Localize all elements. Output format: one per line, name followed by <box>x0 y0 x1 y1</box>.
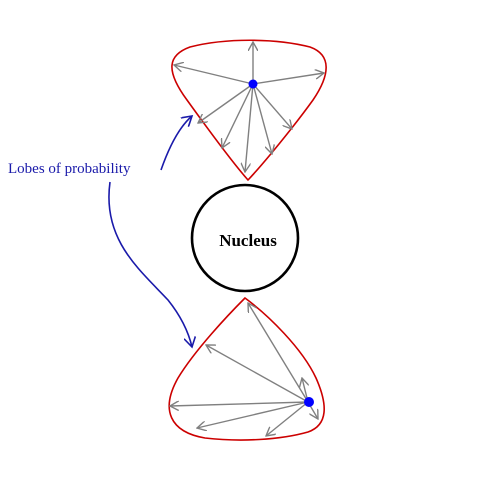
arrow <box>252 83 292 129</box>
arrow <box>198 83 254 123</box>
arrow <box>248 303 309 403</box>
upper-lobe <box>171 39 327 182</box>
arrow <box>206 345 309 403</box>
upper-electron-dot <box>248 79 258 89</box>
arrow <box>170 402 309 406</box>
arrow <box>252 73 324 85</box>
lower-lobe <box>168 296 325 441</box>
upper-lobe-outline <box>171 39 327 182</box>
pointer-to-upper-lobe <box>160 116 192 171</box>
upper-lobe-arrows <box>174 42 324 172</box>
lobes-label: Lobes of probability <box>8 161 131 177</box>
lobes-annotation: Lobes of probability <box>8 116 192 347</box>
lower-lobe-outline <box>168 296 325 441</box>
pointer-to-lower-lobe <box>108 181 192 347</box>
arrow <box>174 65 254 85</box>
lower-lobe-arrows <box>170 303 318 436</box>
lower-electron-dot <box>304 397 314 407</box>
nucleus: Nucleus <box>190 183 300 293</box>
arrow <box>252 83 272 154</box>
nucleus-circle <box>190 183 300 293</box>
arrow <box>222 83 254 148</box>
arrow <box>197 401 309 428</box>
nucleus-label: Nucleus <box>219 231 277 250</box>
arrow <box>266 401 309 436</box>
arrow <box>245 83 254 172</box>
